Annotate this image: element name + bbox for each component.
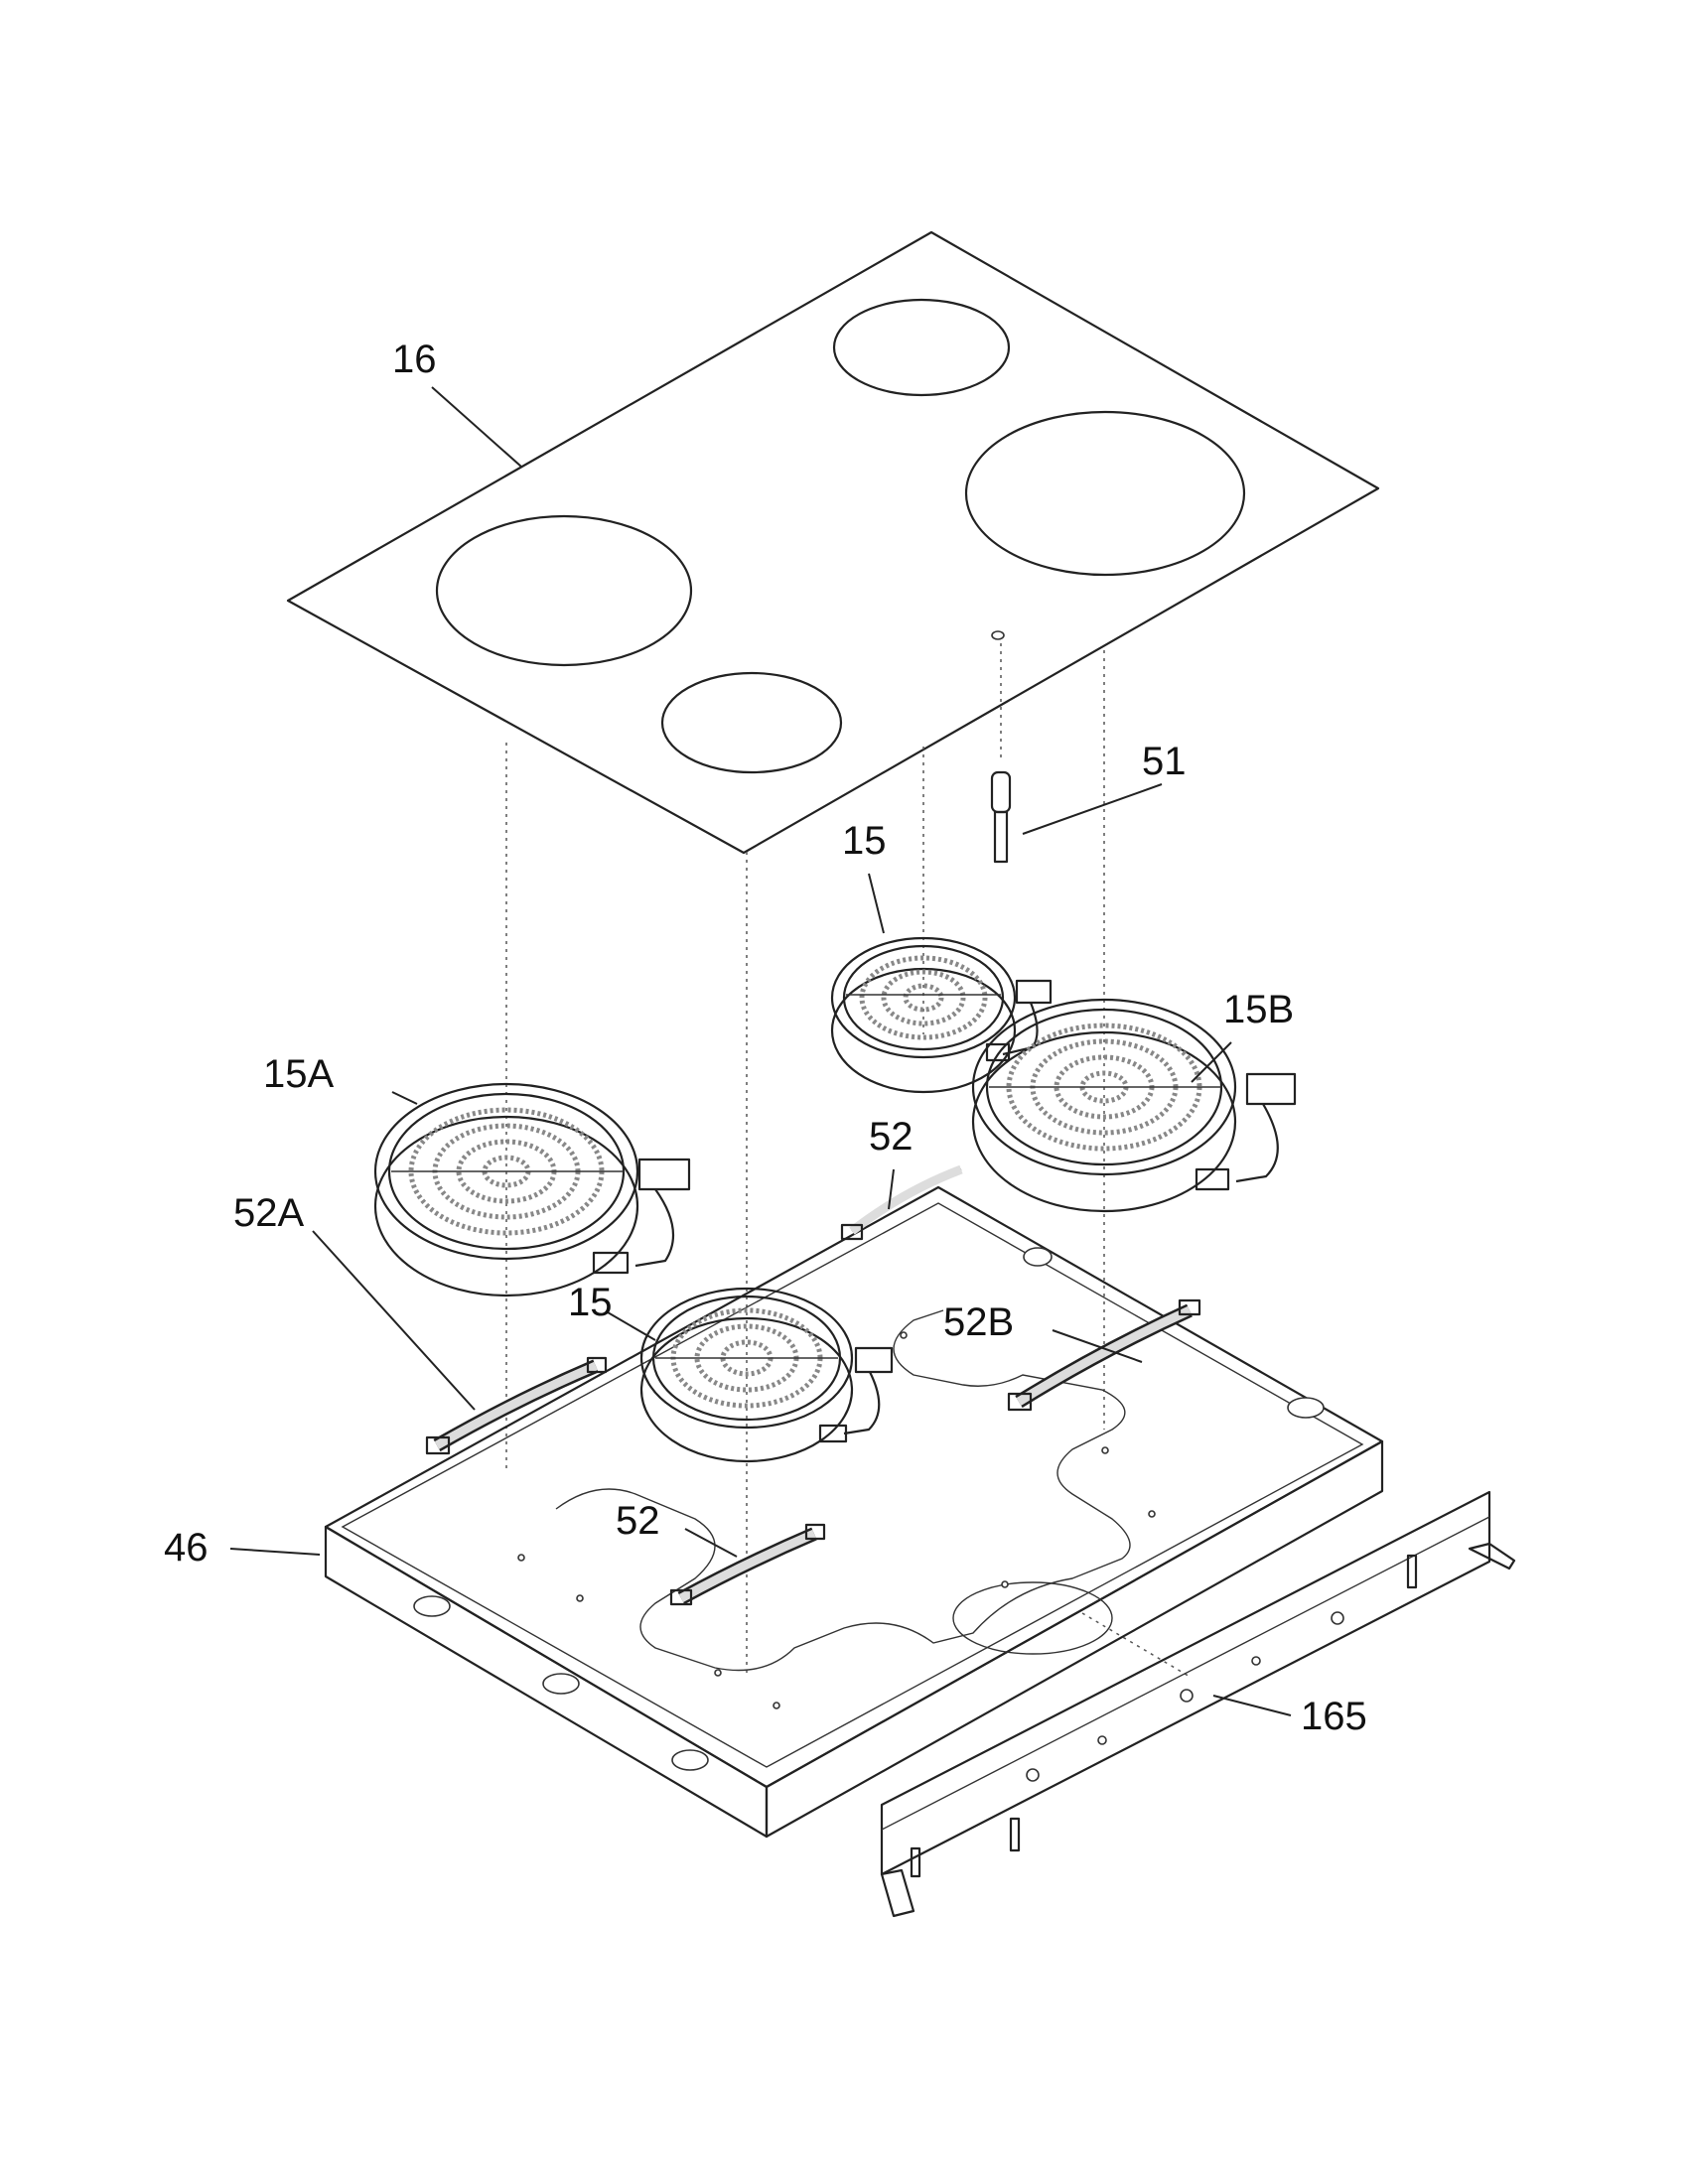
mounting-strap-rear-right [840, 1164, 963, 1241]
label-bracket-rear: 52B [943, 1300, 1014, 1344]
heating-element-front-small [639, 1287, 894, 1463]
mounting-strap-rear [1007, 1298, 1201, 1412]
mounting-strap-front-left [425, 1356, 608, 1455]
part-labels: 16 51 15 15A 15B 52 52A 52B 15 52 46 165 [164, 338, 1367, 1738]
glass-cooktop [286, 230, 1380, 855]
leader-lines [229, 386, 1292, 1716]
label-bracket-rear-right: 52 [869, 1115, 914, 1159]
label-glass-top: 16 [392, 338, 437, 381]
label-sensor: 51 [1142, 740, 1187, 783]
label-element-rear-left: 15 [842, 819, 887, 863]
label-element-rear-right: 15B [1223, 988, 1294, 1031]
label-element-front-left: 15A [263, 1052, 334, 1096]
label-bracket-front: 52 [616, 1499, 660, 1543]
label-element-front-right: 15 [568, 1281, 613, 1324]
burner-box [324, 1185, 1384, 1839]
mounting-strap-front [669, 1523, 826, 1606]
heating-element-rear-right-large [971, 998, 1297, 1213]
label-burner-box: 46 [164, 1526, 209, 1570]
temperature-sensor [990, 770, 1012, 864]
label-bracket-front-left: 52A [233, 1191, 304, 1235]
heating-element-front-left-large [373, 1082, 691, 1297]
rear-mounting-bracket [880, 1490, 1516, 1918]
label-rear-bracket: 165 [1301, 1695, 1367, 1738]
heating-element-rear-small [830, 936, 1053, 1094]
alignment-lines [505, 643, 1193, 1679]
